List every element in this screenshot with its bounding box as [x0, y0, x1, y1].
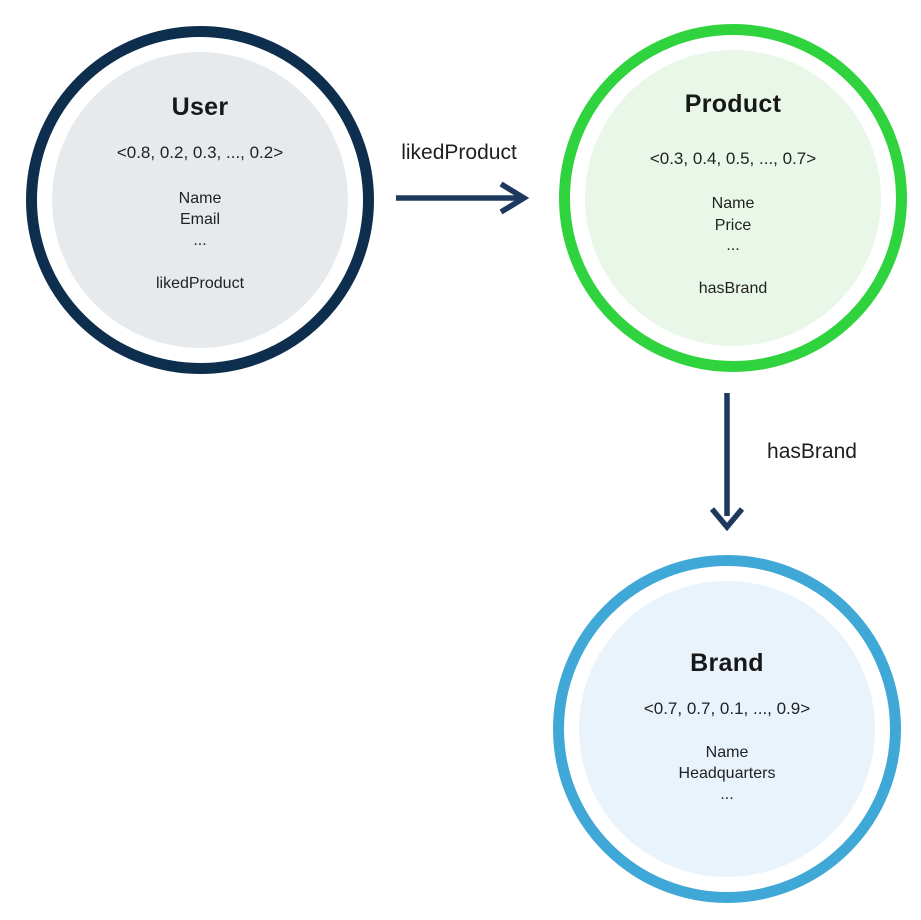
- node-brand-vector: <0.7, 0.7, 0.1, ..., 0.9>: [643, 699, 811, 718]
- node-brand-attribute: ...: [720, 786, 734, 803]
- node-product-fill-circle: [585, 50, 881, 346]
- node-brand-fill-circle: [579, 581, 875, 877]
- node-user-title: User: [171, 93, 229, 121]
- node-brand-attribute: Headquarters: [678, 765, 776, 782]
- node-product: Product <0.3, 0.4, 0.5, ..., 0.7> Name P…: [559, 24, 907, 372]
- hasbrand-arrowhead-icon: [709, 507, 745, 532]
- node-product-vector: <0.3, 0.4, 0.5, ..., 0.7>: [649, 149, 817, 168]
- node-product-attribute: Price: [714, 217, 752, 234]
- node-user-vector: <0.8, 0.2, 0.3, ..., 0.2>: [116, 143, 284, 162]
- node-product-attribute: Name: [711, 195, 755, 212]
- node-user-attribute: Email: [179, 211, 220, 228]
- node-brand: Brand <0.7, 0.7, 0.1, ..., 0.9> Name Hea…: [553, 555, 901, 903]
- node-product-attribute: ...: [726, 237, 740, 254]
- node-user: User <0.8, 0.2, 0.3, ..., 0.2> Name Emai…: [26, 26, 374, 374]
- node-brand-attribute: Name: [705, 744, 749, 761]
- likedproduct-arrowhead-icon: [499, 181, 530, 215]
- node-user-fill-circle: [52, 52, 348, 348]
- edge-label-likedproduct: likedProduct: [401, 141, 517, 164]
- edge-label-hasbrand: hasBrand: [767, 440, 857, 463]
- node-brand-title: Brand: [690, 649, 764, 677]
- edge-likedproduct-arrow: [396, 181, 530, 215]
- node-user-attribute: ...: [193, 232, 207, 249]
- node-user-attribute: Name: [178, 190, 222, 207]
- node-product-title: Product: [684, 90, 782, 118]
- node-product-relationship: hasBrand: [698, 280, 768, 297]
- node-user-relationship: likedProduct: [155, 275, 245, 292]
